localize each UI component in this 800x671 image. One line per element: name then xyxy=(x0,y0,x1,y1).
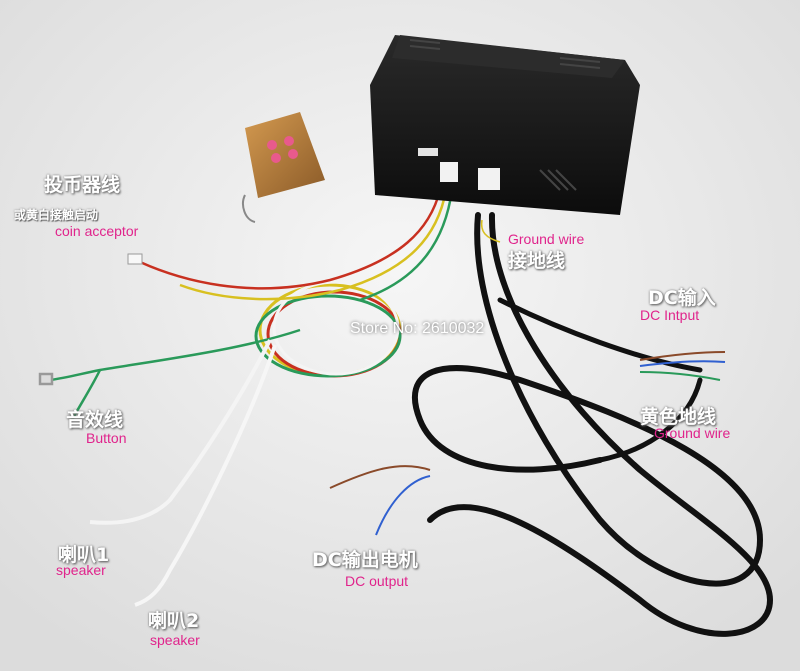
coin-acceptor-sub-label: 或黄白接触启动 xyxy=(14,208,99,222)
dc-input-cn-label: DC输入 xyxy=(648,287,716,309)
speaker1-en-label: speaker xyxy=(56,562,106,578)
remote-button-d-icon xyxy=(288,149,298,159)
black-power-cables xyxy=(412,212,774,637)
keyring-icon xyxy=(242,194,256,223)
yellow-ground-wire xyxy=(480,219,501,243)
coin-acceptor-wires xyxy=(127,189,454,302)
speaker2-cn-label: 喇叭2 xyxy=(148,610,200,632)
dc-output-en-label: DC output xyxy=(345,573,409,589)
speaker2-en-label: speaker xyxy=(150,632,200,648)
speaker-wires xyxy=(89,339,277,607)
box-sticker xyxy=(418,148,438,156)
dc-output-wires xyxy=(329,465,431,536)
ground-wire-en-label: Ground wire xyxy=(508,231,585,247)
button-wires xyxy=(38,328,301,421)
remote-button-b-icon xyxy=(284,136,294,146)
ground-wire-cn-label: 接地线 xyxy=(508,250,566,272)
coin-acceptor-cn-label: 投币器线 xyxy=(44,174,121,196)
remote-control xyxy=(242,112,325,223)
button-en-label: Button xyxy=(86,430,127,446)
store-watermark: Store No: 2610032 xyxy=(350,320,485,337)
yellow-ground-cn-label: 黄色地线 xyxy=(640,406,717,428)
dc-input-wires xyxy=(639,351,726,381)
dc-input-en-label: DC Intput xyxy=(640,307,700,323)
connector-white-left xyxy=(440,162,458,182)
connector-white-right xyxy=(478,168,500,190)
vent-slots-top xyxy=(409,39,601,191)
dc-output-cn-label: DC输出电机 xyxy=(312,549,418,571)
yellow-ground-en-label: Ground wire xyxy=(654,425,731,441)
speaker1-cn-label: 喇叭1 xyxy=(58,544,110,566)
button-cn-label: 音效线 xyxy=(66,409,124,431)
controller-box xyxy=(370,35,640,215)
remote-button-a-icon xyxy=(267,140,277,150)
coiled-signal-wires xyxy=(254,280,402,378)
remote-button-c-icon xyxy=(271,153,281,163)
coin-acceptor-en-label: coin acceptor xyxy=(55,223,139,239)
